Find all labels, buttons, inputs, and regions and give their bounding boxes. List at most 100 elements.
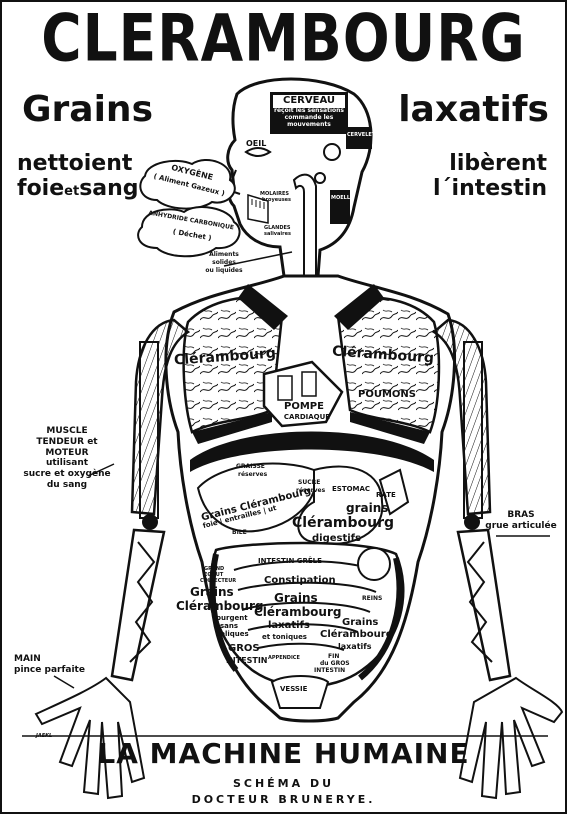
label-grains-left-1: Grains xyxy=(190,585,234,599)
right-lower-band xyxy=(350,412,430,444)
label-aliments-2: solides xyxy=(212,259,236,266)
bladder xyxy=(270,675,330,709)
label-muscle-2: TENDEUR et MOTEUR xyxy=(22,437,112,459)
label-cervelet: CERVELET xyxy=(347,132,376,138)
label-et-toniques: et toniques xyxy=(262,633,307,641)
claim-right: libèrent l´intestin xyxy=(433,151,547,201)
carbon-cloud xyxy=(137,206,241,258)
label-grains-digestifs-2: Clérambourg xyxy=(292,515,395,531)
left-elbow-joint xyxy=(142,514,158,530)
headline-left: Grains xyxy=(22,89,153,130)
label-reins: REINS xyxy=(362,595,383,602)
left-forearm xyxy=(110,528,166,682)
left-lower-band xyxy=(192,412,272,444)
label-muscle-3: utilisant xyxy=(45,458,89,469)
colon-right xyxy=(358,557,403,681)
label-gros-intestin-1: GROS xyxy=(228,643,260,654)
label-reserves: réserves xyxy=(296,487,326,494)
main-arrow xyxy=(53,675,75,689)
claim-left-et: et xyxy=(64,183,80,199)
gear-1 xyxy=(323,143,341,161)
pump-cylinder-2 xyxy=(301,371,317,397)
right-upper-arm xyxy=(431,318,492,516)
label-clerambourg-mid: Clérambourg xyxy=(254,605,342,619)
right-forearm-truss xyxy=(466,541,493,663)
muscle-arrow xyxy=(87,463,115,477)
right-forearm xyxy=(456,528,512,682)
label-grand-egout-2: EGOUT xyxy=(204,572,224,578)
poster-subtitle-2: DOCTEUR BRUNERYE. xyxy=(191,793,376,806)
poster-subtitle-1: SCHÉMA DU xyxy=(232,777,335,790)
left-forearm-truss xyxy=(129,541,156,663)
label-cerveau-desc-1: reçoit les sensations xyxy=(274,107,344,114)
right-lung xyxy=(336,296,441,434)
label-grand-egout-1: GRAND xyxy=(204,566,225,572)
label-estomac: ESTOMAC xyxy=(332,485,371,493)
claim-right-line-1: libèrent xyxy=(449,151,547,176)
kidney xyxy=(357,547,391,581)
label-intestin-grele: INTESTIN GRÊLE xyxy=(258,557,322,565)
label-molaires-2: broyeuses xyxy=(262,197,292,203)
label-muscle-2b: et xyxy=(87,436,98,447)
artist-signature: JAEKL xyxy=(36,733,53,739)
intestines xyxy=(209,541,405,688)
label-pompe: POMPE xyxy=(284,401,324,412)
label-muscle-4: sucre et oxygène xyxy=(23,469,111,480)
aliments-arrow xyxy=(223,251,293,267)
label-rate: RATE xyxy=(376,491,396,499)
teeth xyxy=(251,199,265,209)
left-lung-band xyxy=(238,284,288,330)
label-main-1: MAIN xyxy=(14,654,41,664)
mouth-area xyxy=(247,193,269,224)
claim-left-sang: sang xyxy=(79,175,139,201)
label-aliments-1: Aliments xyxy=(209,251,239,258)
label-cerveau: CERVEAU xyxy=(272,94,346,109)
label-fin-gros-1: FIN xyxy=(328,653,340,660)
liver xyxy=(196,462,317,533)
label-bras-2: grue articulée xyxy=(485,520,557,531)
label-grains-left-5: coliques xyxy=(216,630,249,638)
label-grains-left-4: sans xyxy=(220,622,239,630)
label-constipation: Constipation xyxy=(264,575,336,586)
label-fin-gros-3: INTESTIN xyxy=(314,667,346,674)
colon-left xyxy=(209,553,239,672)
label-aliments-3: ou liquides xyxy=(205,267,243,274)
intestine-loops xyxy=(233,560,379,651)
right-hand xyxy=(458,676,564,800)
label-oeil: OEIL xyxy=(246,139,267,148)
left-hand xyxy=(34,676,146,800)
label-vessie: VESSIE xyxy=(280,685,308,693)
label-muscle-2a: TENDEUR xyxy=(36,436,85,447)
poster-title: LA MACHINE HUMAINE xyxy=(97,737,470,770)
claim-right-line-2: l´intestin xyxy=(433,175,547,201)
label-sucre: SUCRE xyxy=(298,479,321,486)
eye xyxy=(244,147,272,157)
left-lung xyxy=(182,296,284,434)
stomach xyxy=(297,465,384,545)
label-glandes-2: salivaires xyxy=(264,231,291,237)
label-moelle: MOELLE xyxy=(331,195,354,201)
right-lung-band xyxy=(334,284,384,330)
brand-title: CLERAMBOURG xyxy=(41,0,526,76)
label-fin-gros-2: du GROS xyxy=(320,660,350,667)
label-grains-digestifs-1: grains xyxy=(346,501,389,515)
headline-right: laxatifs xyxy=(398,89,549,130)
label-grains-right-3: laxatifs xyxy=(338,642,372,651)
label-laxatifs: laxatifs xyxy=(268,620,310,631)
label-grains-right-2: Clérambourg xyxy=(320,629,393,640)
label-muscle-5: du sang xyxy=(46,479,88,490)
label-poumons: POUMONS xyxy=(358,389,416,400)
label-grains-right-1: Grains xyxy=(342,617,379,628)
label-appendice: APPENDICE xyxy=(268,655,300,661)
label-muscle-1: MUSCLE xyxy=(46,426,88,436)
label-bras: BRAS grue articulée xyxy=(480,510,562,532)
right-elbow-joint xyxy=(464,514,480,530)
claim-left-line-2: foieetsang xyxy=(17,175,139,202)
label-bras-1: BRAS xyxy=(507,510,535,520)
gear-2 xyxy=(314,172,326,184)
label-molaires-1: MOLAIRES xyxy=(260,191,290,197)
spinal-cord xyxy=(330,190,350,224)
claim-left-line-1: nettoient xyxy=(17,151,133,176)
